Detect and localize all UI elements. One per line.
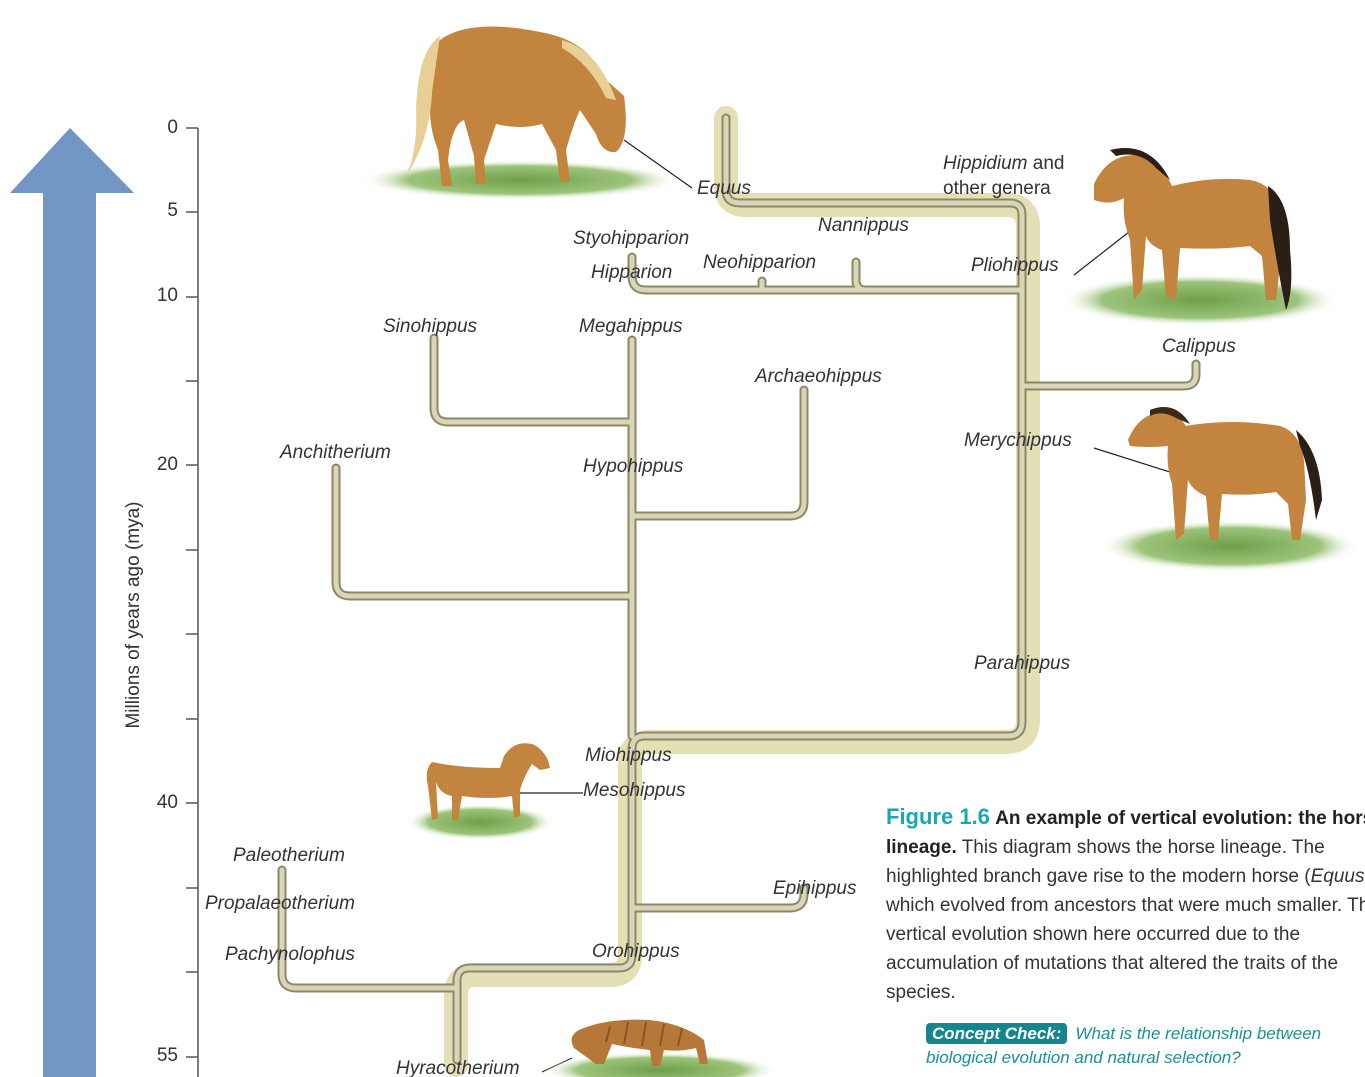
time-axis bbox=[186, 127, 199, 1077]
label-calippus: Calippus bbox=[1162, 336, 1236, 357]
figure-number: Figure 1.6 bbox=[886, 804, 990, 829]
label-hipparion: Hipparion bbox=[591, 262, 673, 283]
tick-label-20: 20 bbox=[156, 454, 178, 475]
label-parahippus: Parahippus bbox=[974, 653, 1071, 674]
label-pliohippus: Pliohippus bbox=[971, 255, 1059, 276]
label-archaeohippus: Archaeohippus bbox=[755, 366, 882, 387]
label-styohipparion: Styohipparion bbox=[573, 228, 690, 249]
tick-label-55: 55 bbox=[156, 1045, 178, 1066]
merychippus-horse-illustration bbox=[1100, 407, 1360, 572]
caption-text-1: This diagram shows the horse lineage. Th… bbox=[886, 837, 1325, 887]
hyracotherium-horse-illustration bbox=[542, 1019, 778, 1077]
caption-text-2: ), which evolved from ancestors that wer… bbox=[886, 866, 1365, 1003]
label-miohippus: Miohippus bbox=[585, 745, 672, 766]
label-propalaeotherium: Propalaeotherium bbox=[205, 893, 355, 914]
concept-check: Concept Check:What is the relationship b… bbox=[926, 1022, 1365, 1070]
mesohippus-horse-illustration bbox=[406, 743, 554, 840]
label-megahippus: Megahippus bbox=[579, 316, 683, 337]
concept-check-badge: Concept Check: bbox=[926, 1023, 1068, 1044]
label-sinohippus: Sinohippus bbox=[383, 316, 478, 337]
label-paleotherium: Paleotherium bbox=[233, 845, 345, 866]
label-other-genera: other genera bbox=[943, 178, 1051, 199]
label-epihippus: Epihippus bbox=[773, 878, 857, 899]
pliohippus-horse-illustration bbox=[1060, 148, 1340, 326]
label-neohipparion: Neohipparion bbox=[703, 252, 817, 273]
label-equus: Equus bbox=[697, 178, 751, 199]
label-merychippus: Merychippus bbox=[964, 430, 1072, 451]
lineage-branches bbox=[277, 113, 1201, 1065]
tick-label-10: 10 bbox=[156, 285, 178, 306]
label-hippidium: Hippidium and bbox=[943, 153, 1064, 175]
equus-horse-illustration bbox=[360, 26, 680, 200]
figure-title: An example of vertical evolution: the ho… bbox=[886, 808, 1365, 858]
concept-check-question: What is the relationship between biologi… bbox=[926, 1024, 1322, 1067]
figure-caption: Figure 1.6 An example of vertical evolut… bbox=[886, 802, 1365, 1007]
tick-label-40: 40 bbox=[156, 792, 178, 813]
label-anchitherium: Anchitherium bbox=[280, 442, 391, 463]
label-orohippus: Orohippus bbox=[592, 941, 680, 962]
label-hippidium-and: and bbox=[1032, 153, 1065, 174]
label-mesohippus: Mesohippus bbox=[583, 780, 686, 801]
tick-label-5: 5 bbox=[167, 200, 178, 221]
tick-label-0: 0 bbox=[167, 117, 178, 138]
label-hippidium-name: Hippidium bbox=[943, 153, 1028, 174]
time-arrow bbox=[10, 128, 134, 1077]
label-hypohippus: Hypohippus bbox=[583, 456, 684, 477]
axis-title: Millions of years ago (mya) bbox=[123, 501, 144, 729]
caption-text-italic: Equus bbox=[1310, 866, 1365, 887]
label-pachynolophus: Pachynolophus bbox=[225, 944, 355, 965]
label-nannippus: Nannippus bbox=[818, 215, 909, 236]
label-hyracotherium: Hyracotherium bbox=[396, 1058, 520, 1077]
